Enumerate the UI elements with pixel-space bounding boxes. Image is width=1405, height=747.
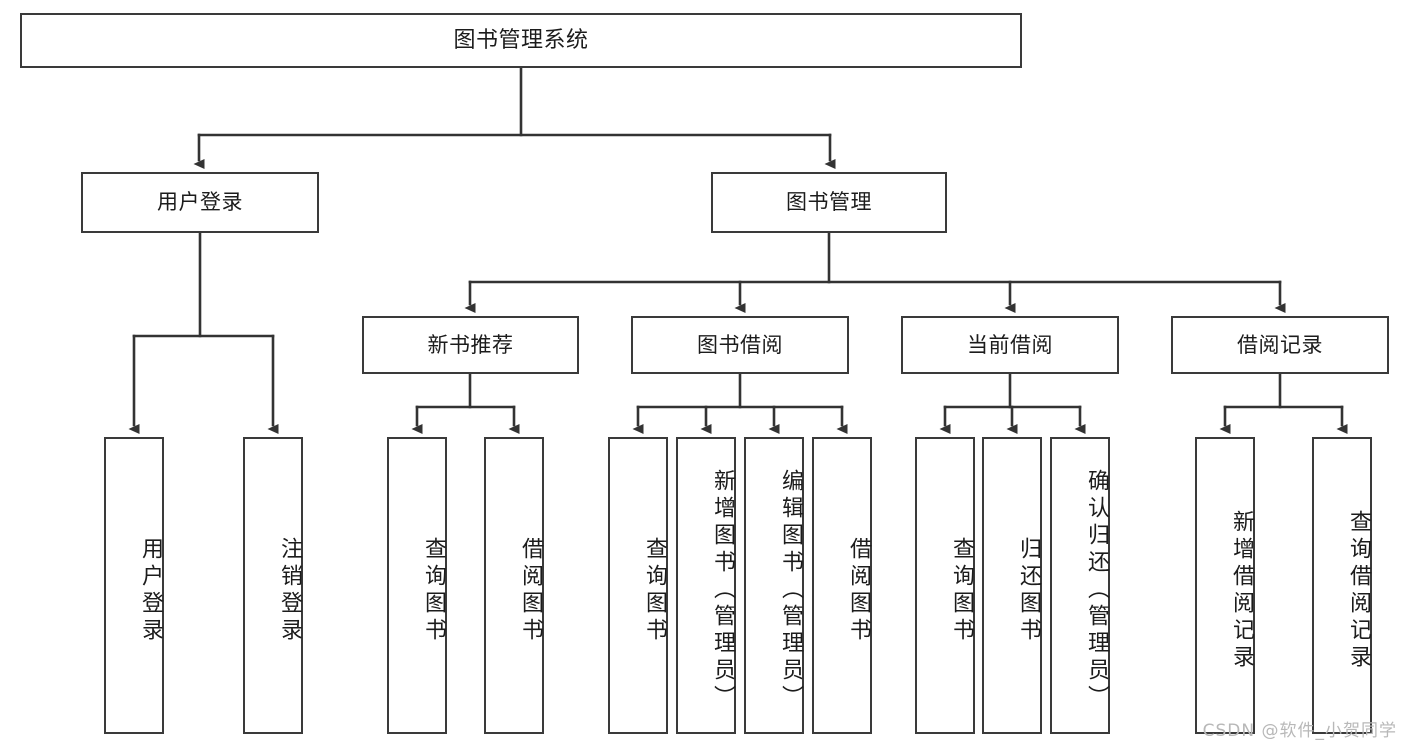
node-leaf-user-logout[interactable]: 注销登录	[243, 437, 303, 734]
node-label: 借阅记录	[1237, 332, 1323, 357]
node-leaf-user-login[interactable]: 用户登录	[104, 437, 164, 734]
csdn-watermark: CSDN @软件_小贺同学	[1202, 721, 1397, 741]
node-label: 图书管理	[786, 190, 872, 215]
node-label: 新书推荐	[427, 332, 514, 357]
node-book-borrow[interactable]: 图书借阅	[631, 316, 849, 374]
node-leaf-query-book-3[interactable]: 查询图书	[915, 437, 975, 734]
node-leaf-add-book[interactable]: 新增图书（管理员）	[676, 437, 736, 734]
node-label: 图书借阅	[697, 332, 783, 357]
node-leaf-query-record[interactable]: 查询借阅记录	[1312, 437, 1372, 734]
node-user-login[interactable]: 用户登录	[81, 172, 319, 233]
node-label: 用户登录	[157, 190, 243, 215]
node-label: 图书管理系统	[453, 27, 589, 53]
node-borrow-record[interactable]: 借阅记录	[1171, 316, 1389, 374]
node-leaf-borrow-book-1[interactable]: 借阅图书	[484, 437, 544, 734]
node-book-manage[interactable]: 图书管理	[711, 172, 947, 233]
node-current-borrow[interactable]: 当前借阅	[901, 316, 1119, 374]
node-new-book-recommend[interactable]: 新书推荐	[362, 316, 579, 374]
node-leaf-confirm-return[interactable]: 确认归还（管理员）	[1050, 437, 1110, 734]
node-root[interactable]: 图书管理系统	[20, 13, 1022, 68]
node-leaf-query-book-2[interactable]: 查询图书	[608, 437, 668, 734]
node-leaf-query-book-1[interactable]: 查询图书	[387, 437, 447, 734]
node-leaf-return-book[interactable]: 归还图书	[982, 437, 1042, 734]
node-leaf-add-record[interactable]: 新增借阅记录	[1195, 437, 1255, 734]
node-label: 当前借阅	[967, 332, 1053, 357]
node-leaf-edit-book[interactable]: 编辑图书（管理员）	[744, 437, 804, 734]
node-leaf-borrow-book-2[interactable]: 借阅图书	[812, 437, 872, 734]
